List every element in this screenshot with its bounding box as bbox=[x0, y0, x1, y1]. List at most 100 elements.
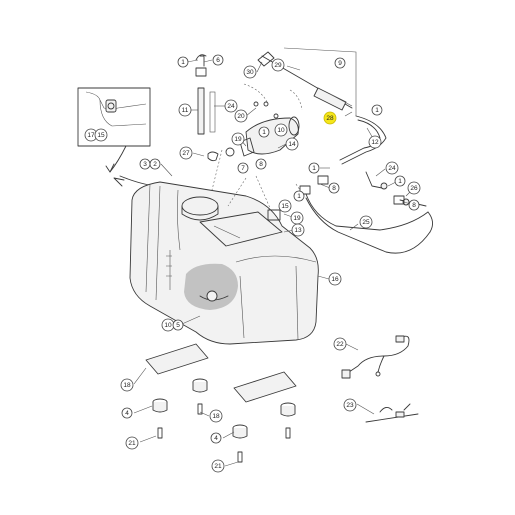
callout-marker bbox=[293, 190, 305, 202]
callout-1[interactable]: 1 bbox=[258, 126, 270, 138]
callout-5[interactable]: 5 bbox=[172, 319, 184, 331]
callout-marker bbox=[210, 432, 222, 444]
callout-number: 8 bbox=[412, 202, 416, 209]
callout-27[interactable]: 27 bbox=[179, 146, 193, 160]
callout-marker bbox=[177, 56, 189, 68]
callout-marker bbox=[408, 199, 420, 211]
callout-number: 15 bbox=[281, 203, 289, 210]
callout-number: 12 bbox=[371, 139, 379, 146]
callout-3[interactable]: 3 bbox=[139, 158, 151, 170]
callout-4[interactable]: 4 bbox=[121, 407, 133, 419]
callout-number: 22 bbox=[336, 341, 344, 348]
callout-marker bbox=[172, 319, 184, 331]
callout-marker bbox=[278, 199, 292, 213]
callout-marker bbox=[333, 337, 347, 351]
callout-15[interactable]: 15 bbox=[278, 199, 292, 213]
callout-22[interactable]: 22 bbox=[333, 337, 347, 351]
callout-19[interactable]: 19 bbox=[290, 211, 304, 225]
callout-10[interactable]: 10 bbox=[274, 123, 288, 137]
detail-inset bbox=[77, 87, 151, 173]
callout-24[interactable]: 24 bbox=[385, 161, 399, 175]
callout-marker bbox=[371, 104, 383, 116]
callout-15[interactable]: 15 bbox=[94, 128, 108, 142]
callout-10[interactable]: 10 bbox=[161, 318, 175, 332]
callout-number: 16 bbox=[331, 276, 339, 283]
callout-marker bbox=[120, 378, 134, 392]
mount-left bbox=[145, 343, 209, 439]
tank bbox=[129, 181, 319, 345]
callout-8[interactable]: 8 bbox=[408, 199, 420, 211]
callout-marker bbox=[334, 57, 346, 69]
callout-29[interactable]: 29 bbox=[271, 58, 285, 72]
callout-number: 8 bbox=[259, 161, 263, 168]
callout-1[interactable]: 1 bbox=[371, 104, 383, 116]
callout-marker bbox=[394, 175, 406, 187]
callout-marker bbox=[368, 135, 382, 149]
harness-23 bbox=[365, 403, 419, 423]
callout-8[interactable]: 8 bbox=[328, 182, 340, 194]
callout-21[interactable]: 21 bbox=[125, 436, 139, 450]
callout-number: 27 bbox=[182, 150, 190, 157]
callout-25[interactable]: 25 bbox=[359, 215, 373, 229]
callout-number: 21 bbox=[214, 463, 222, 470]
callout-14[interactable]: 14 bbox=[285, 137, 299, 151]
callout-marker bbox=[121, 407, 133, 419]
callout-marker bbox=[271, 58, 285, 72]
callout-marker bbox=[224, 99, 238, 113]
leader-lines bbox=[133, 59, 415, 467]
callout-12[interactable]: 12 bbox=[368, 135, 382, 149]
callout-4[interactable]: 4 bbox=[210, 432, 222, 444]
callout-marker bbox=[285, 137, 299, 151]
callout-30[interactable]: 30 bbox=[243, 65, 257, 79]
callout-number: 1 bbox=[312, 165, 316, 172]
callout-13[interactable]: 13 bbox=[291, 223, 305, 237]
callout-marker bbox=[125, 436, 139, 450]
callout-marker bbox=[308, 162, 320, 174]
callout-number: 24 bbox=[227, 103, 235, 110]
callout-number: 9 bbox=[338, 60, 342, 67]
callout-number: 3 bbox=[143, 161, 147, 168]
callout-number: 24 bbox=[388, 165, 396, 172]
callout-number: 30 bbox=[246, 69, 254, 76]
callout-marker bbox=[291, 223, 305, 237]
callout-marker bbox=[209, 409, 223, 423]
callout-number: 1 bbox=[398, 178, 402, 185]
callout-16[interactable]: 16 bbox=[328, 272, 342, 286]
callout-24[interactable]: 24 bbox=[224, 99, 238, 113]
callout-2[interactable]: 2 bbox=[149, 158, 161, 170]
callout-7[interactable]: 7 bbox=[237, 162, 249, 174]
callout-number: 2 bbox=[153, 161, 157, 168]
callout-11[interactable]: 11 bbox=[178, 103, 192, 117]
callout-8[interactable]: 8 bbox=[255, 158, 267, 170]
callout-1[interactable]: 1 bbox=[293, 190, 305, 202]
callout-20[interactable]: 20 bbox=[234, 109, 248, 123]
callout-19[interactable]: 19 bbox=[231, 132, 245, 146]
callout-number: 10 bbox=[164, 322, 172, 329]
callout-18[interactable]: 18 bbox=[120, 378, 134, 392]
callout-9[interactable]: 9 bbox=[334, 57, 346, 69]
callout-number: 19 bbox=[234, 136, 242, 143]
callout-28-highlighted[interactable]: 28 bbox=[323, 111, 337, 125]
callout-6[interactable]: 6 bbox=[212, 54, 224, 66]
callout-number: 4 bbox=[125, 410, 129, 417]
callout-number: 18 bbox=[212, 413, 220, 420]
callout-number: 19 bbox=[293, 215, 301, 222]
callout-marker bbox=[234, 109, 248, 123]
callout-number: 13 bbox=[294, 227, 302, 234]
callout-marker bbox=[212, 54, 224, 66]
callout-26[interactable]: 26 bbox=[407, 181, 421, 195]
callout-18[interactable]: 18 bbox=[209, 409, 223, 423]
callout-21[interactable]: 21 bbox=[211, 459, 225, 473]
callout-1[interactable]: 1 bbox=[394, 175, 406, 187]
callout-number: 29 bbox=[274, 62, 282, 69]
callout-23[interactable]: 23 bbox=[343, 398, 357, 412]
boom-pipe bbox=[305, 171, 433, 254]
callout-1[interactable]: 1 bbox=[177, 56, 189, 68]
callout-1[interactable]: 1 bbox=[308, 162, 320, 174]
callout-marker bbox=[328, 182, 340, 194]
callout-number: 18 bbox=[123, 382, 131, 389]
callout-number: 23 bbox=[346, 402, 354, 409]
callout-number: 10 bbox=[277, 127, 285, 134]
